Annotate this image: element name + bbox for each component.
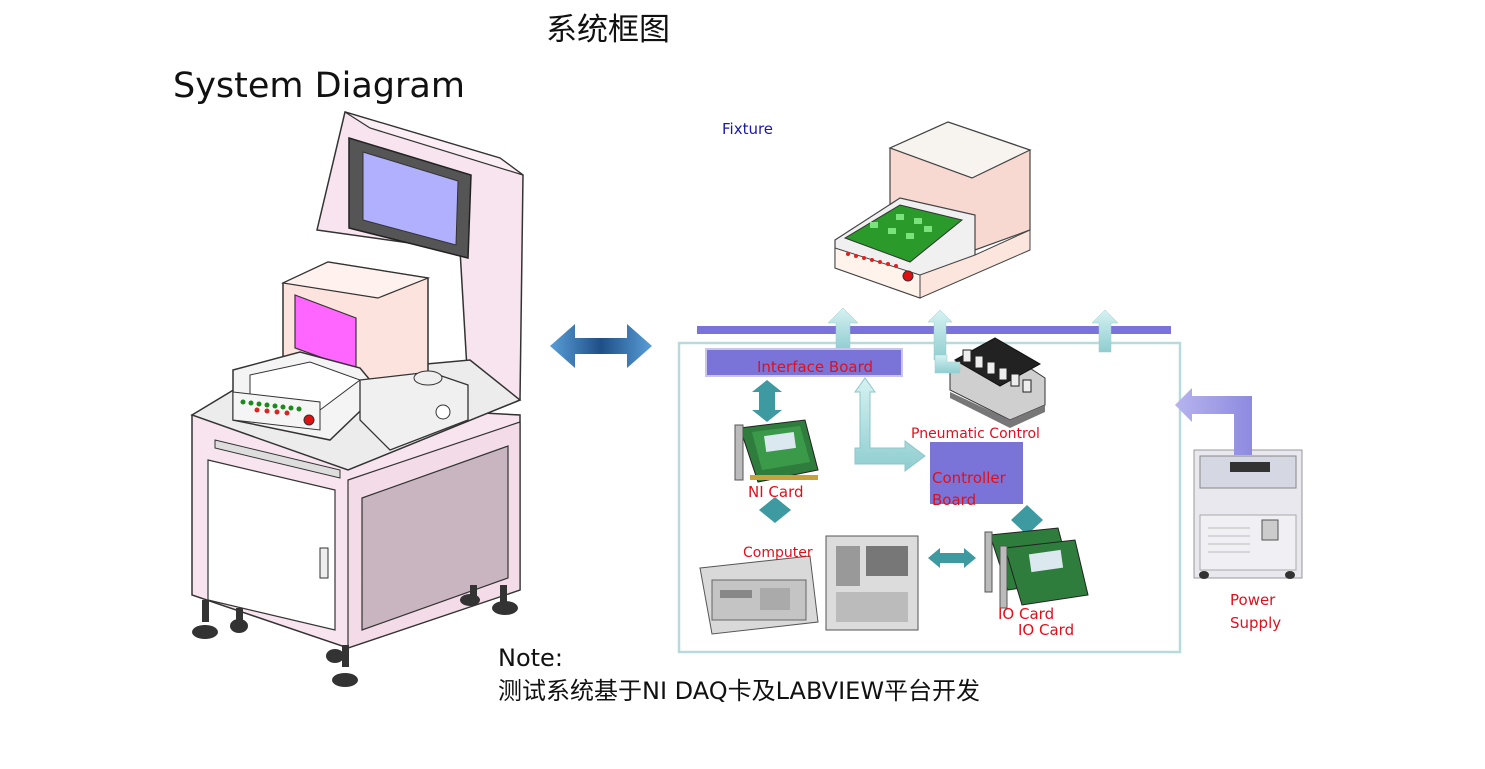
arrow-nicard-to-computer: [759, 497, 791, 523]
test-machine: [190, 111, 524, 687]
label-power: Power: [1230, 591, 1276, 609]
arrow-interface-to-nicard: [752, 380, 782, 422]
arrow-up-2: [927, 309, 953, 361]
fixture-drawing: [834, 121, 1032, 299]
monitor-screen: [362, 151, 459, 246]
fixture-buttons: [846, 252, 914, 282]
arrow-power-to-system: [1175, 388, 1252, 455]
label-pneumatic-control: Pneumatic Control: [911, 426, 1040, 442]
machine-feet: [192, 585, 518, 687]
computer-image: [699, 535, 919, 635]
machine-button-row: [240, 399, 315, 426]
system-enclosure: [677, 341, 1182, 654]
label-io-card-2: IO Card: [1018, 621, 1075, 639]
label-board: Board: [932, 491, 977, 509]
controller-board: [930, 442, 1023, 504]
note-block: Note: 测试系统基于NI DAQ卡及LABVIEW平台开发: [498, 642, 980, 708]
note-text: 测试系统基于NI DAQ卡及LABVIEW平台开发: [498, 677, 981, 705]
label-interface-board: Interface Board: [757, 358, 874, 376]
ni-card-image: [734, 419, 819, 483]
io-cards-image: [984, 527, 1089, 609]
pneumatic-valves: [949, 337, 1046, 428]
arrow-up-3: [1091, 309, 1119, 353]
note-heading: Note:: [498, 644, 563, 672]
label-supply: Supply: [1230, 614, 1282, 632]
title-english: System Diagram: [173, 66, 465, 106]
label-fixture: Fixture: [722, 120, 774, 138]
cabinet-door-right: [361, 445, 509, 631]
title-chinese: 系统框图: [546, 12, 670, 48]
label-computer: Computer: [743, 545, 813, 561]
label-io-card-1: IO Card: [998, 605, 1055, 623]
label-ni-card: NI Card: [748, 483, 804, 501]
bidirectional-arrow: [550, 324, 652, 368]
arrow-computer-to-iocard: [928, 548, 976, 568]
power-supply-image: [1193, 449, 1303, 579]
interface-board: [705, 348, 903, 377]
arrow-controller-to-iocard: [1011, 505, 1043, 535]
arrow-interface-to-controller: [854, 377, 926, 472]
label-controller: Controller: [932, 469, 1006, 487]
fixture-pcb-area: [843, 204, 964, 263]
cabinet-door-left: [207, 459, 336, 631]
